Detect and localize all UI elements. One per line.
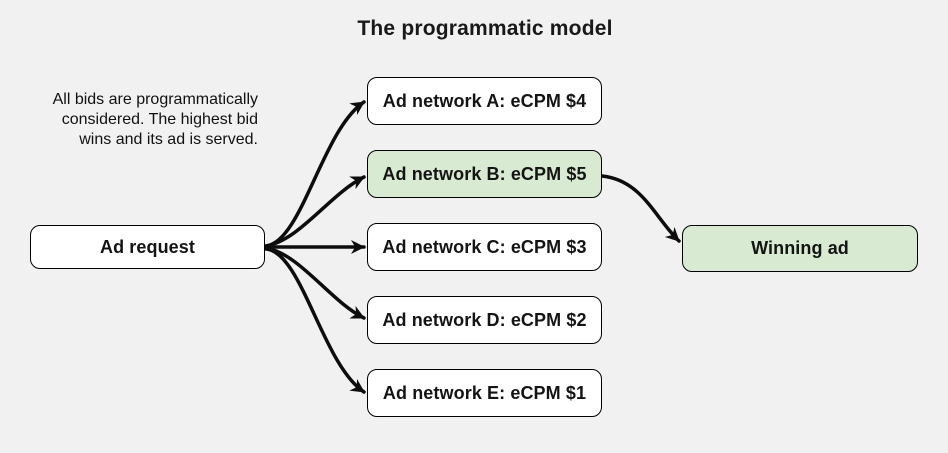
node-ad-network-c-label: Ad network C: eCPM $3 [382,236,587,257]
arrow-request-to-network-a [264,100,366,248]
node-ad-network-a-label: Ad network A: eCPM $4 [382,90,587,111]
annotation-text: All bids are programmatically considered… [52,91,258,148]
node-ad-network-a: Ad network A: eCPM $4 [367,77,602,125]
node-ad-network-d: Ad network D: eCPM $2 [367,296,602,344]
arrow-network-b-to-winning-ad [600,174,681,243]
node-winning-ad-label: Winning ad [751,238,849,258]
node-ad-network-e: Ad network E: eCPM $1 [367,369,602,417]
node-ad-network-b-label: Ad network B: eCPM $5 [382,163,587,184]
arrow-request-to-network-d [264,246,366,320]
node-ad-request: Ad request [30,225,265,269]
diagram-title: The programmatic model [357,17,613,40]
arrow-request-to-network-e [264,247,366,394]
node-ad-network-c: Ad network C: eCPM $3 [367,223,602,271]
arrow-request-to-network-b [264,175,366,248]
node-ad-network-e-label: Ad network E: eCPM $1 [382,382,587,403]
node-ad-request-label: Ad request [99,236,196,257]
node-ad-network-d-label: Ad network D: eCPM $2 [382,309,587,330]
node-ad-network-b: Ad network B: eCPM $5 [367,150,602,198]
node-winning-ad: Winning ad [682,225,918,272]
